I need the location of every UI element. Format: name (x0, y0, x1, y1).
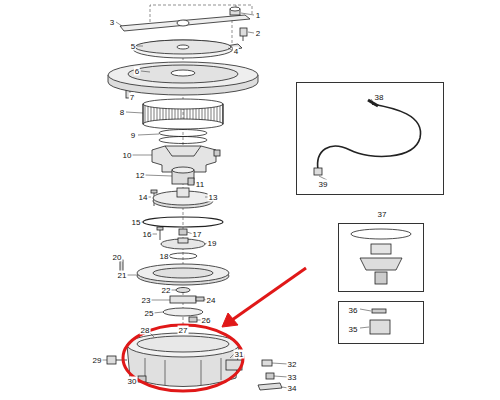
drain-impeller (170, 296, 204, 303)
spray-arm (120, 15, 250, 31)
callout-number: 14 (138, 193, 149, 202)
callout-number: 27 (178, 326, 189, 335)
callout-number: 11 (195, 180, 205, 189)
callout-number: 30 (127, 377, 138, 386)
pump-cover (108, 62, 258, 95)
seal (176, 288, 190, 293)
washer (179, 229, 187, 235)
callout-number: 38 (374, 93, 385, 102)
callout-number: 21 (117, 271, 128, 280)
leader-lines (101, 13, 288, 388)
guide-plate (153, 188, 213, 208)
callout-number: 9 (130, 131, 136, 140)
callout-number: 24 (206, 296, 217, 305)
callout-number: 35 (348, 325, 359, 334)
sump-housing (127, 333, 242, 387)
callout-number: 7 (129, 93, 135, 102)
callout-number: 18 (159, 252, 170, 261)
impeller (161, 238, 205, 249)
callout-number: 33 (287, 373, 298, 382)
screw (266, 373, 274, 379)
callout-number: 3 (109, 18, 115, 27)
callout-number: 29 (92, 356, 103, 365)
callout-number: 13 (208, 193, 219, 202)
callout-number: 15 (131, 218, 142, 227)
drain-hose (314, 100, 421, 175)
callout-number: 12 (135, 171, 146, 180)
fine-filter (143, 99, 223, 129)
inset-box: 37 (338, 223, 424, 292)
callout-number: 25 (144, 309, 155, 318)
seal-ring (159, 130, 207, 137)
highlight-circle (123, 325, 243, 391)
callout-number: 36 (348, 306, 359, 315)
callout-number: 22 (161, 286, 172, 295)
callout-number: 8 (119, 108, 125, 117)
callout-number: 2 (255, 29, 261, 38)
callout-number: 1 (255, 11, 261, 20)
callout-number: 19 (207, 239, 218, 248)
callout-number: 28 (140, 326, 151, 335)
callout-number: 23 (141, 296, 152, 305)
clip (240, 28, 247, 41)
screw (157, 227, 163, 240)
callout-number: 5 (130, 42, 136, 51)
clip (189, 317, 197, 322)
callout-number: 34 (287, 384, 298, 393)
spray-nut (230, 7, 240, 15)
o-ring (169, 253, 197, 259)
callout-number: 6 (134, 67, 140, 76)
inset-box: 38 39 (296, 82, 444, 195)
chopper-housing (152, 146, 220, 172)
cover-plate (163, 308, 203, 316)
inset-box: 36 35 (338, 301, 424, 344)
bracket (258, 383, 282, 390)
seal (262, 360, 272, 366)
callout-number: 20 (112, 253, 123, 262)
gasket (143, 217, 223, 227)
valve (345, 106, 390, 334)
pump-plate (137, 264, 229, 285)
seal-ring (159, 137, 207, 144)
impeller-hub (172, 167, 194, 184)
callout-number: 31 (234, 350, 245, 359)
blade (188, 178, 194, 185)
callout-number: 39 (318, 180, 329, 189)
callout-number: 10 (122, 151, 133, 160)
pump-assembly (351, 229, 411, 284)
callout-number: 37 (377, 210, 388, 219)
callout-number: 32 (287, 360, 298, 369)
callout-number: 16 (142, 230, 153, 239)
highlight-arrow (222, 268, 306, 327)
callout-number: 4 (233, 47, 239, 56)
filter-disk (133, 40, 233, 58)
callout-number: 26 (201, 316, 212, 325)
callout-number: 17 (192, 230, 203, 239)
